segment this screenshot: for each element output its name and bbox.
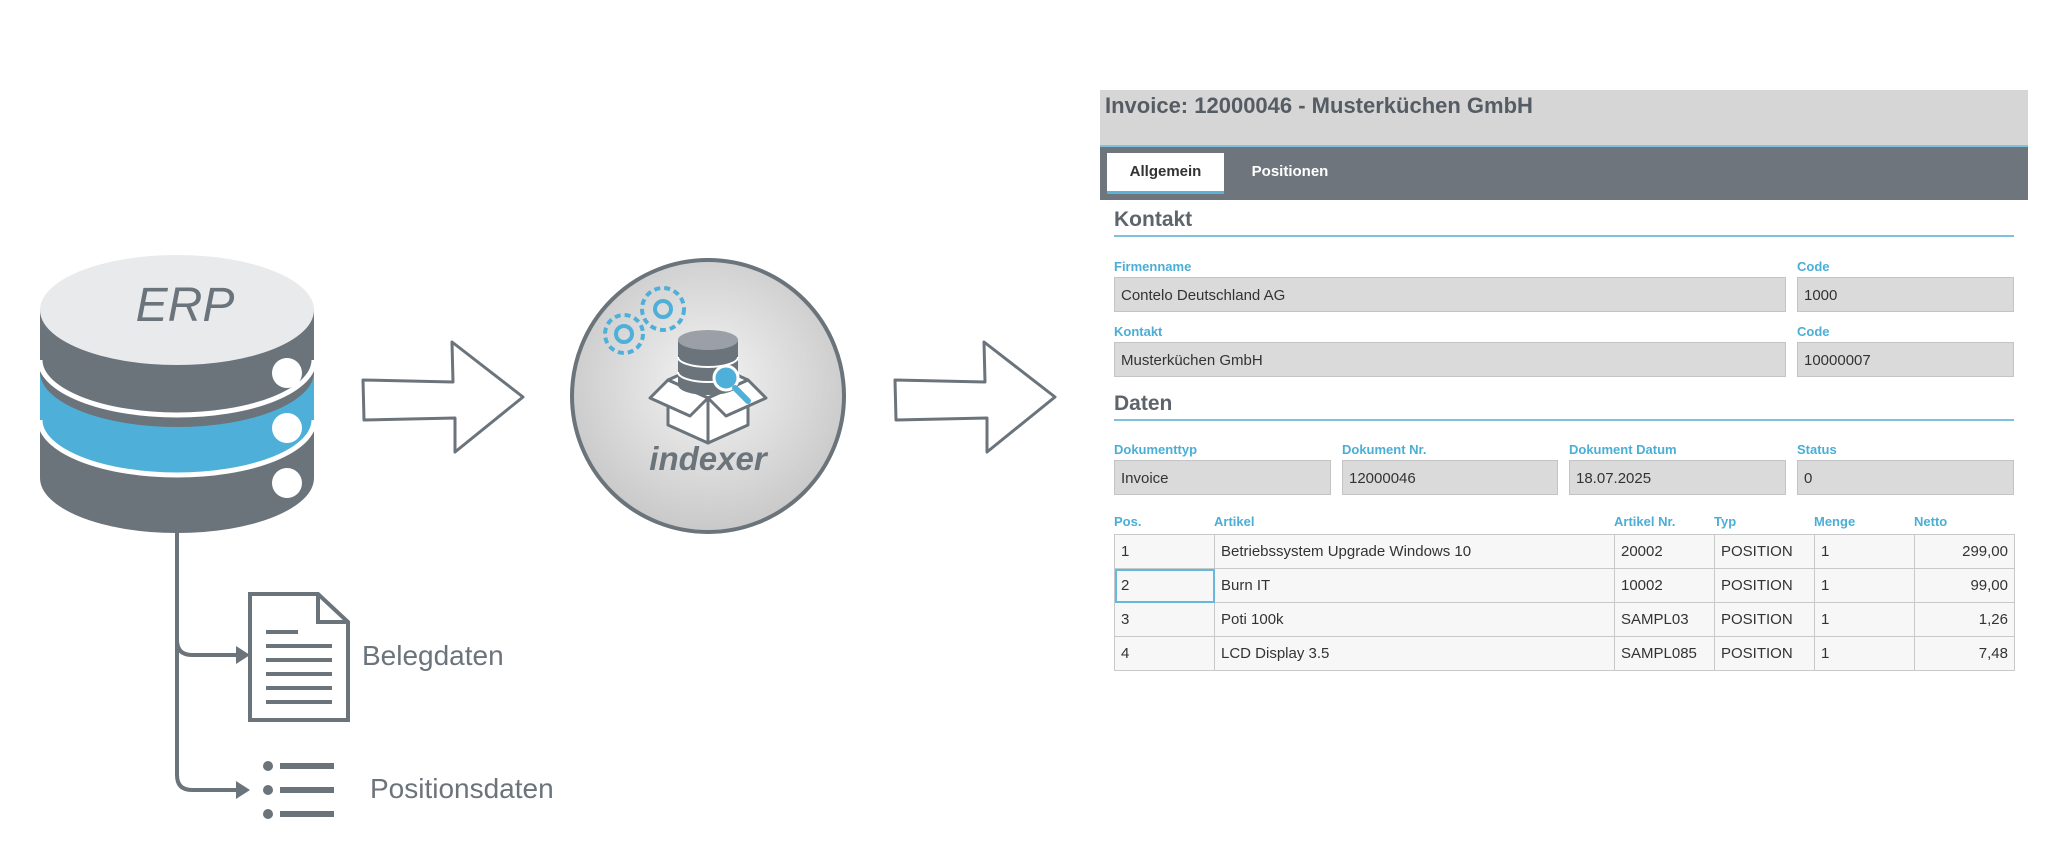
col-header-artikel: Artikel: [1214, 514, 1255, 529]
arrow-right-icon: [893, 340, 1057, 454]
tab-allgemein[interactable]: Allgemein: [1107, 153, 1224, 194]
list-icon: [263, 761, 334, 819]
code-field[interactable]: 10000007: [1797, 342, 2014, 377]
belegdaten-label: Belegdaten: [362, 640, 504, 671]
cell-artikel-nr[interactable]: SAMPL085: [1614, 636, 1715, 671]
cell-typ[interactable]: POSITION: [1714, 636, 1815, 671]
cell-menge[interactable]: 1: [1814, 636, 1915, 671]
dokumenttyp-field[interactable]: Invoice: [1114, 460, 1331, 495]
col-header-netto: Netto: [1914, 514, 1948, 529]
cell-artikel[interactable]: Betriebssystem Upgrade Windows 10: [1214, 534, 1615, 569]
cell-typ[interactable]: POSITION: [1714, 602, 1815, 637]
tab-bar: Allgemein Positionen: [1100, 147, 2028, 200]
erp-database-icon: [37, 255, 317, 533]
invoice-title: Invoice: 12000046 - Musterküchen GmbH: [1105, 93, 1533, 118]
arrowhead-icon: [236, 781, 250, 799]
kontakt-label: Kontakt: [1114, 324, 1163, 339]
positionsdaten-label: Positionsdaten: [370, 773, 554, 804]
section-kontakt-heading: Kontakt: [1114, 208, 2014, 237]
cell-typ[interactable]: POSITION: [1714, 534, 1815, 569]
tab-positionen[interactable]: Positionen: [1251, 163, 1329, 180]
cell-typ[interactable]: POSITION: [1714, 568, 1815, 603]
magnifier-icon: [712, 364, 751, 404]
cell-netto[interactable]: 99,00: [1914, 568, 2015, 603]
cell-artikel-nr[interactable]: 10002: [1614, 568, 1715, 603]
status-label: Status: [1797, 442, 1837, 457]
cell-pos[interactable]: 4: [1114, 636, 1215, 671]
cell-artikel[interactable]: LCD Display 3.5: [1214, 636, 1615, 671]
cell-pos[interactable]: 3: [1114, 602, 1215, 637]
arrowhead-icon: [236, 646, 250, 664]
positions-table: 1 Betriebssystem Upgrade Windows 10 2000…: [1114, 534, 2015, 671]
invoice-title-bar: Invoice: 12000046 - Musterküchen GmbH: [1100, 90, 2028, 147]
connector-lines: [175, 532, 240, 792]
table-row[interactable]: 1 Betriebssystem Upgrade Windows 10 2000…: [1114, 534, 2015, 569]
diagram-graphics: [37, 255, 1057, 819]
code-label: Code: [1797, 324, 1830, 339]
kontakt-field[interactable]: Musterküchen GmbH: [1114, 342, 1786, 377]
cell-netto[interactable]: 299,00: [1914, 534, 2015, 569]
cell-menge[interactable]: 1: [1814, 568, 1915, 603]
gears-icon: [603, 286, 686, 355]
table-row[interactable]: 3 Poti 100k SAMPL03 POSITION 1 1,26: [1114, 602, 2015, 637]
firmenname-label: Firmenname: [1114, 259, 1192, 274]
cell-netto[interactable]: 7,48: [1914, 636, 2015, 671]
document-icon: [248, 592, 350, 722]
table-row[interactable]: 4 LCD Display 3.5 SAMPL085 POSITION 1 7,…: [1114, 636, 2015, 671]
dokument-nr-field[interactable]: 12000046: [1342, 460, 1558, 495]
cell-menge[interactable]: 1: [1814, 534, 1915, 569]
cell-netto[interactable]: 1,26: [1914, 602, 2015, 637]
col-header-menge: Menge: [1814, 514, 1856, 529]
col-header-pos: Pos.: [1114, 514, 1142, 529]
cell-pos[interactable]: 1: [1114, 534, 1215, 569]
code-field[interactable]: 1000: [1797, 277, 2014, 312]
dokumenttyp-label: Dokumenttyp: [1114, 442, 1198, 457]
col-header-typ: Typ: [1714, 514, 1737, 529]
indexer-label: indexer: [649, 440, 767, 477]
flow-diagram: ERP indexer Belegdaten Positionsdaten: [37, 255, 1057, 819]
section-daten-heading: Daten: [1114, 392, 2014, 421]
cell-menge[interactable]: 1: [1814, 602, 1915, 637]
status-field[interactable]: 0: [1797, 460, 2014, 495]
invoice-panel: Invoice: 12000046 - Musterküchen GmbH Al…: [1100, 90, 2028, 680]
cell-pos[interactable]: 2: [1114, 568, 1215, 603]
dokument-datum-field[interactable]: 18.07.2025: [1569, 460, 1786, 495]
indexer-icon: [570, 258, 846, 534]
table-row[interactable]: 2 Burn IT 10002 POSITION 1 99,00: [1114, 568, 2015, 603]
col-header-artikel-nr: Artikel Nr.: [1614, 514, 1676, 529]
firmenname-field[interactable]: Contelo Deutschland AG: [1114, 277, 1786, 312]
erp-label: ERP: [135, 279, 235, 332]
code-label: Code: [1797, 259, 1830, 274]
cell-artikel-nr[interactable]: 20002: [1614, 534, 1715, 569]
cell-artikel[interactable]: Burn IT: [1214, 568, 1615, 603]
cell-artikel-nr[interactable]: SAMPL03: [1614, 602, 1715, 637]
dokument-nr-label: Dokument Nr.: [1342, 442, 1427, 457]
arrow-right-icon: [361, 340, 525, 454]
cell-artikel[interactable]: Poti 100k: [1214, 602, 1615, 637]
dokument-datum-label: Dokument Datum: [1569, 442, 1677, 457]
